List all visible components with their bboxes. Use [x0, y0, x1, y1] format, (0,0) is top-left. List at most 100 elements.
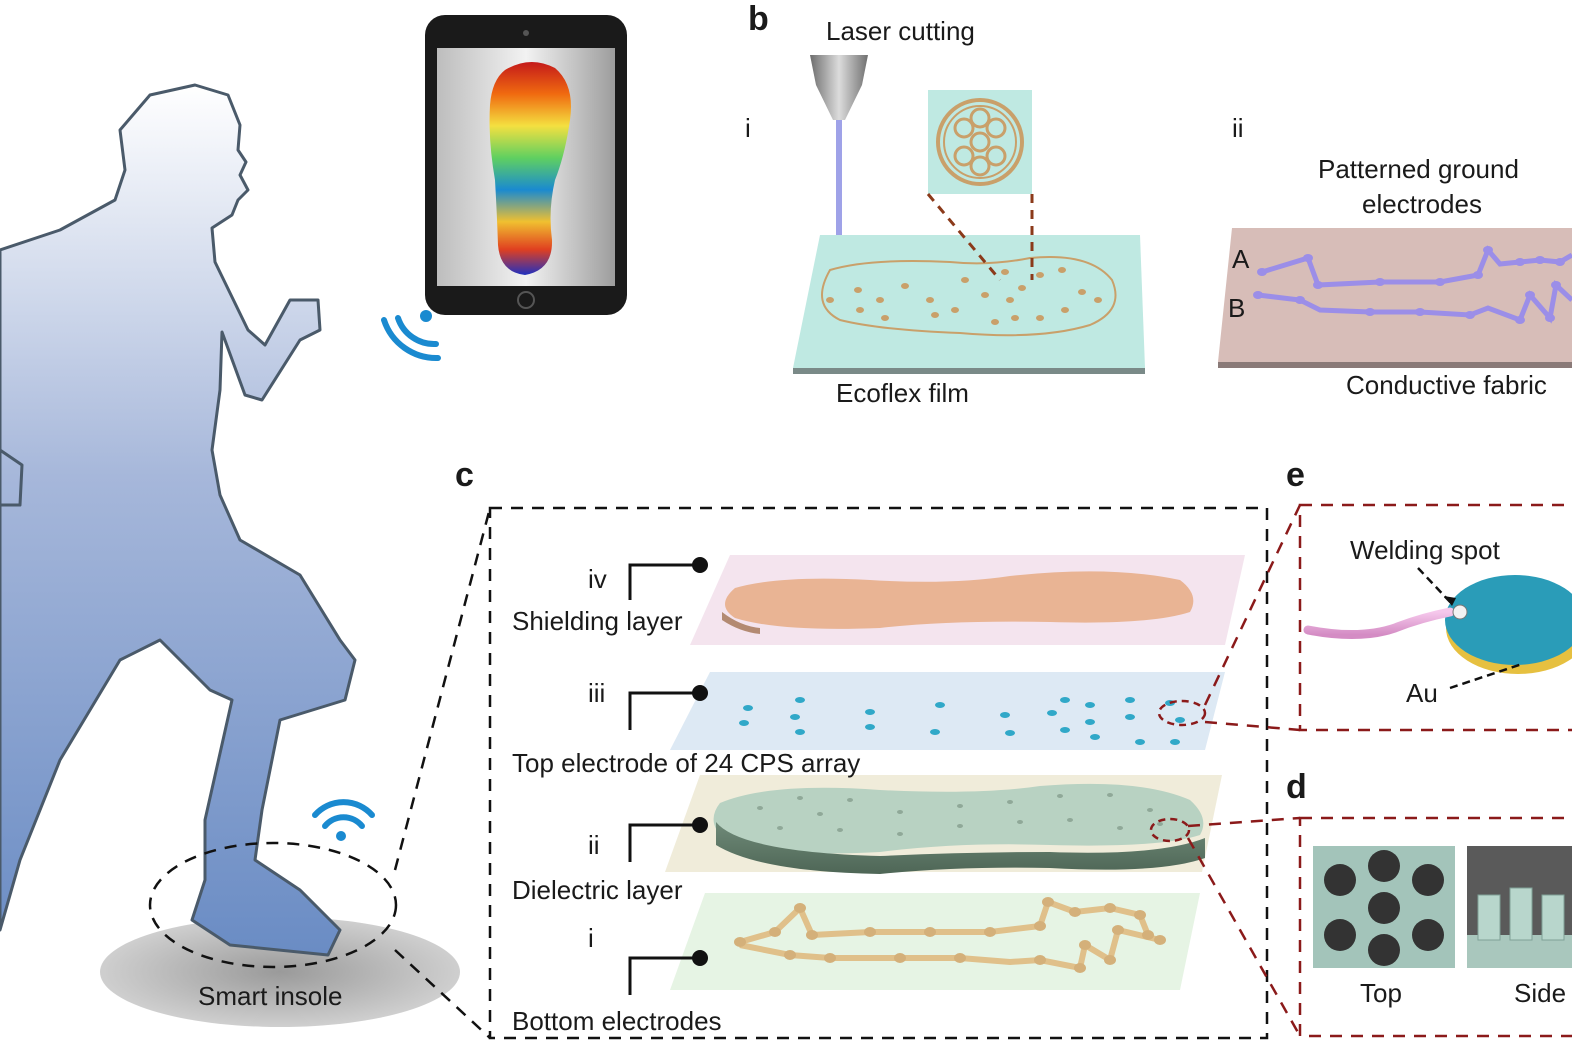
- dielectric-layer-sheet: [713, 783, 1204, 854]
- top-electrode: [1047, 710, 1057, 716]
- bottom-electrode-node: [794, 903, 806, 913]
- inset-ring: [985, 117, 1007, 139]
- micro-hole: [1412, 864, 1444, 896]
- inset-ring: [969, 155, 991, 177]
- top-electrode: [865, 709, 875, 715]
- layer-ii-roman: ii: [588, 830, 600, 860]
- dielectric-pore: [847, 798, 853, 802]
- film-hole: [1036, 315, 1044, 321]
- bottom-electrode-node: [1104, 903, 1116, 913]
- fabric-node: [1473, 271, 1483, 279]
- smart-insole-label: Smart insole: [198, 981, 343, 1011]
- laser-beam: [836, 120, 842, 270]
- fabric-node: [1515, 316, 1525, 324]
- bottom-electrode-node: [1079, 940, 1091, 950]
- shielding-layer-label: Shielding layer: [512, 606, 683, 636]
- top-electrode-array: [739, 697, 1185, 745]
- pressure-heatmap: [489, 61, 571, 275]
- dielectric-pore: [1147, 808, 1153, 812]
- shielding-layer-sheet: [725, 571, 1194, 629]
- fabric-node: [1257, 268, 1267, 276]
- fabric-node: [1365, 308, 1375, 316]
- sub-panel-i-label: i: [745, 113, 751, 143]
- panel-c: [488, 506, 1269, 1040]
- top-electrode: [1000, 712, 1010, 718]
- zoom-line: [394, 949, 491, 1039]
- panel-label-c: c: [455, 456, 474, 494]
- wifi-icon: [312, 799, 375, 841]
- dielectric-pore: [1117, 826, 1123, 830]
- bottom-electrode-node: [1042, 897, 1054, 907]
- panel-d-frame: [1298, 816, 1572, 1038]
- zoom-line: [393, 507, 492, 871]
- inset-ring: [969, 131, 991, 153]
- top-electrode: [1090, 734, 1100, 740]
- insole-cut-outline: [821, 255, 1117, 337]
- cut-detail-inset: [928, 90, 1032, 194]
- fabric-node: [1415, 308, 1425, 316]
- ecoflex-film-label: Ecoflex film: [836, 378, 969, 408]
- dielectric-pore: [1057, 794, 1063, 798]
- film-hole: [881, 315, 889, 321]
- fabric-node: [1483, 246, 1493, 254]
- fabric-node: [1435, 278, 1445, 286]
- bottom-electrode-node: [824, 953, 836, 963]
- layer-leaders: [628, 563, 700, 995]
- top-electrode-label: Top electrode of 24 CPS array: [512, 748, 861, 778]
- bottom-electrode-node: [806, 930, 818, 940]
- micro-hole: [1368, 934, 1400, 966]
- dielectric-pore: [837, 828, 843, 832]
- fabric-node: [1535, 256, 1545, 264]
- fabric-node: [1253, 291, 1263, 299]
- panel-b-ii: [1218, 228, 1572, 368]
- panel-label-d: d: [1286, 768, 1307, 806]
- bottom-electrode-node: [954, 953, 966, 963]
- top-electrode: [930, 729, 940, 735]
- dielectric-layer-label: Dielectric layer: [512, 875, 683, 905]
- dielectric-pore: [1107, 793, 1113, 797]
- film-hole: [991, 319, 999, 325]
- layer-iv-roman: iv: [588, 564, 607, 594]
- film-hole: [981, 292, 989, 298]
- film-hole: [1078, 289, 1086, 295]
- bottom-electrode-node: [1069, 907, 1081, 917]
- panel-d: [1186, 816, 1572, 1038]
- micro-hole: [1324, 919, 1356, 951]
- film-hole: [1001, 269, 1009, 275]
- top-electrode: [1085, 702, 1095, 708]
- dielectric-pore: [1017, 820, 1023, 824]
- fabric-node: [1465, 311, 1475, 319]
- film-hole: [856, 307, 864, 313]
- bottom-electrode-node: [1154, 935, 1166, 945]
- top-electrode: [1085, 719, 1095, 725]
- electrode-disc: [1445, 575, 1572, 665]
- fabric-node: [1303, 254, 1313, 262]
- top-electrode: [935, 702, 945, 708]
- panel-e-frame: [1298, 503, 1572, 732]
- fabric-node: [1545, 314, 1555, 322]
- fabric-node: [1555, 258, 1565, 266]
- bottom-electrode-node: [784, 950, 796, 960]
- fabric-node: [1525, 291, 1535, 299]
- side-view-label: Side: [1514, 978, 1567, 1008]
- layer-i-roman: i: [588, 923, 594, 953]
- wifi-icon: [381, 310, 441, 362]
- panel-b-i: [793, 55, 1145, 374]
- film-hole: [1011, 315, 1019, 321]
- bottom-electrode-node: [924, 927, 936, 937]
- bottom-electrode-node: [984, 927, 996, 937]
- dielectric-pore: [777, 826, 783, 830]
- bottom-electrode-node: [1142, 930, 1154, 940]
- panel-c-frame: [488, 506, 1269, 1040]
- bottom-electrode-node: [1104, 955, 1116, 965]
- sub-panel-ii-label: ii: [1232, 113, 1244, 143]
- micro-hole: [1368, 892, 1400, 924]
- dielectric-pore: [897, 810, 903, 814]
- fabric-node: [1313, 281, 1323, 289]
- electrodes-label: electrodes: [1362, 189, 1482, 219]
- laser-nozzle: [810, 55, 868, 120]
- top-electrode: [790, 714, 800, 720]
- runner-silhouette: [0, 83, 357, 957]
- laser-cutting-label: Laser cutting: [826, 16, 975, 46]
- top-electrode: [795, 697, 805, 703]
